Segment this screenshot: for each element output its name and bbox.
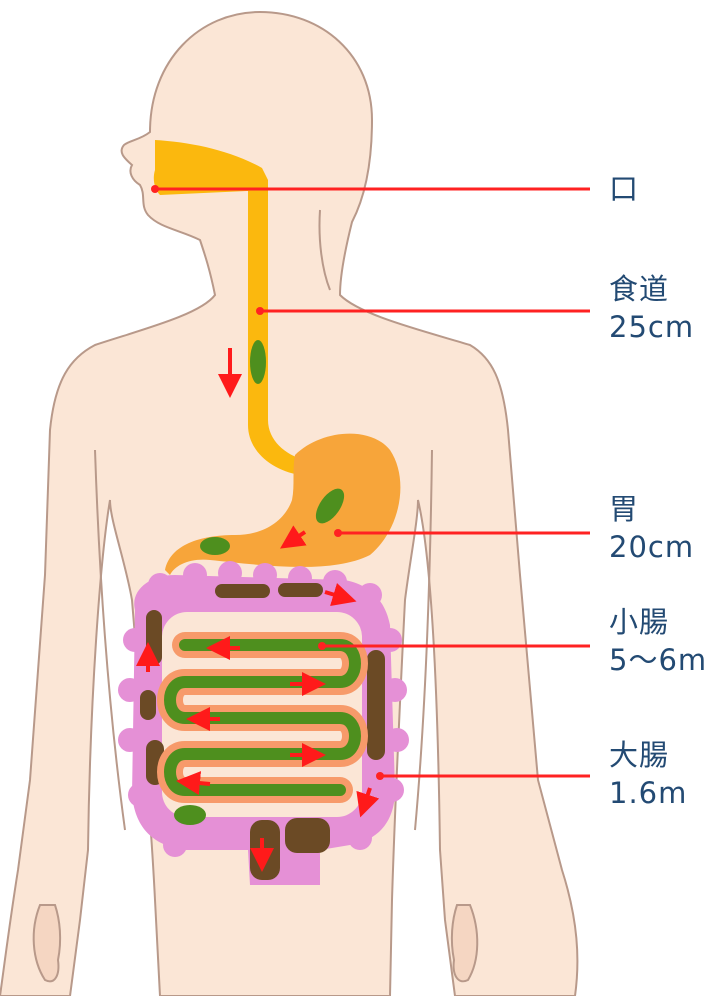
organ-name-stomach: 胃 [609,490,694,528]
organ-length-esophagus: 25cm [609,308,694,346]
food-bolus-pylorus [200,537,230,555]
organ-name-large-intestine: 大腸 [609,736,687,774]
label-esophagus: 食道 25cm [609,270,694,346]
organ-name-small-intestine: 小腸 [609,603,707,641]
organ-length-small-intestine: 5〜6m [609,641,707,679]
label-stomach: 胃 20cm [609,490,694,566]
right-hand [452,905,477,981]
label-mouth: 口 [609,170,639,208]
organ-length-stomach: 20cm [609,528,694,566]
label-small-intestine: 小腸 5〜6m [609,603,707,679]
food-bolus-colon [174,805,206,825]
organ-length-large-intestine: 1.6m [609,774,687,812]
food-bolus-esophagus [250,340,266,384]
organ-name-mouth: 口 [609,170,639,208]
label-large-intestine: 大腸 1.6m [609,736,687,812]
organ-name-esophagus: 食道 [609,270,694,308]
